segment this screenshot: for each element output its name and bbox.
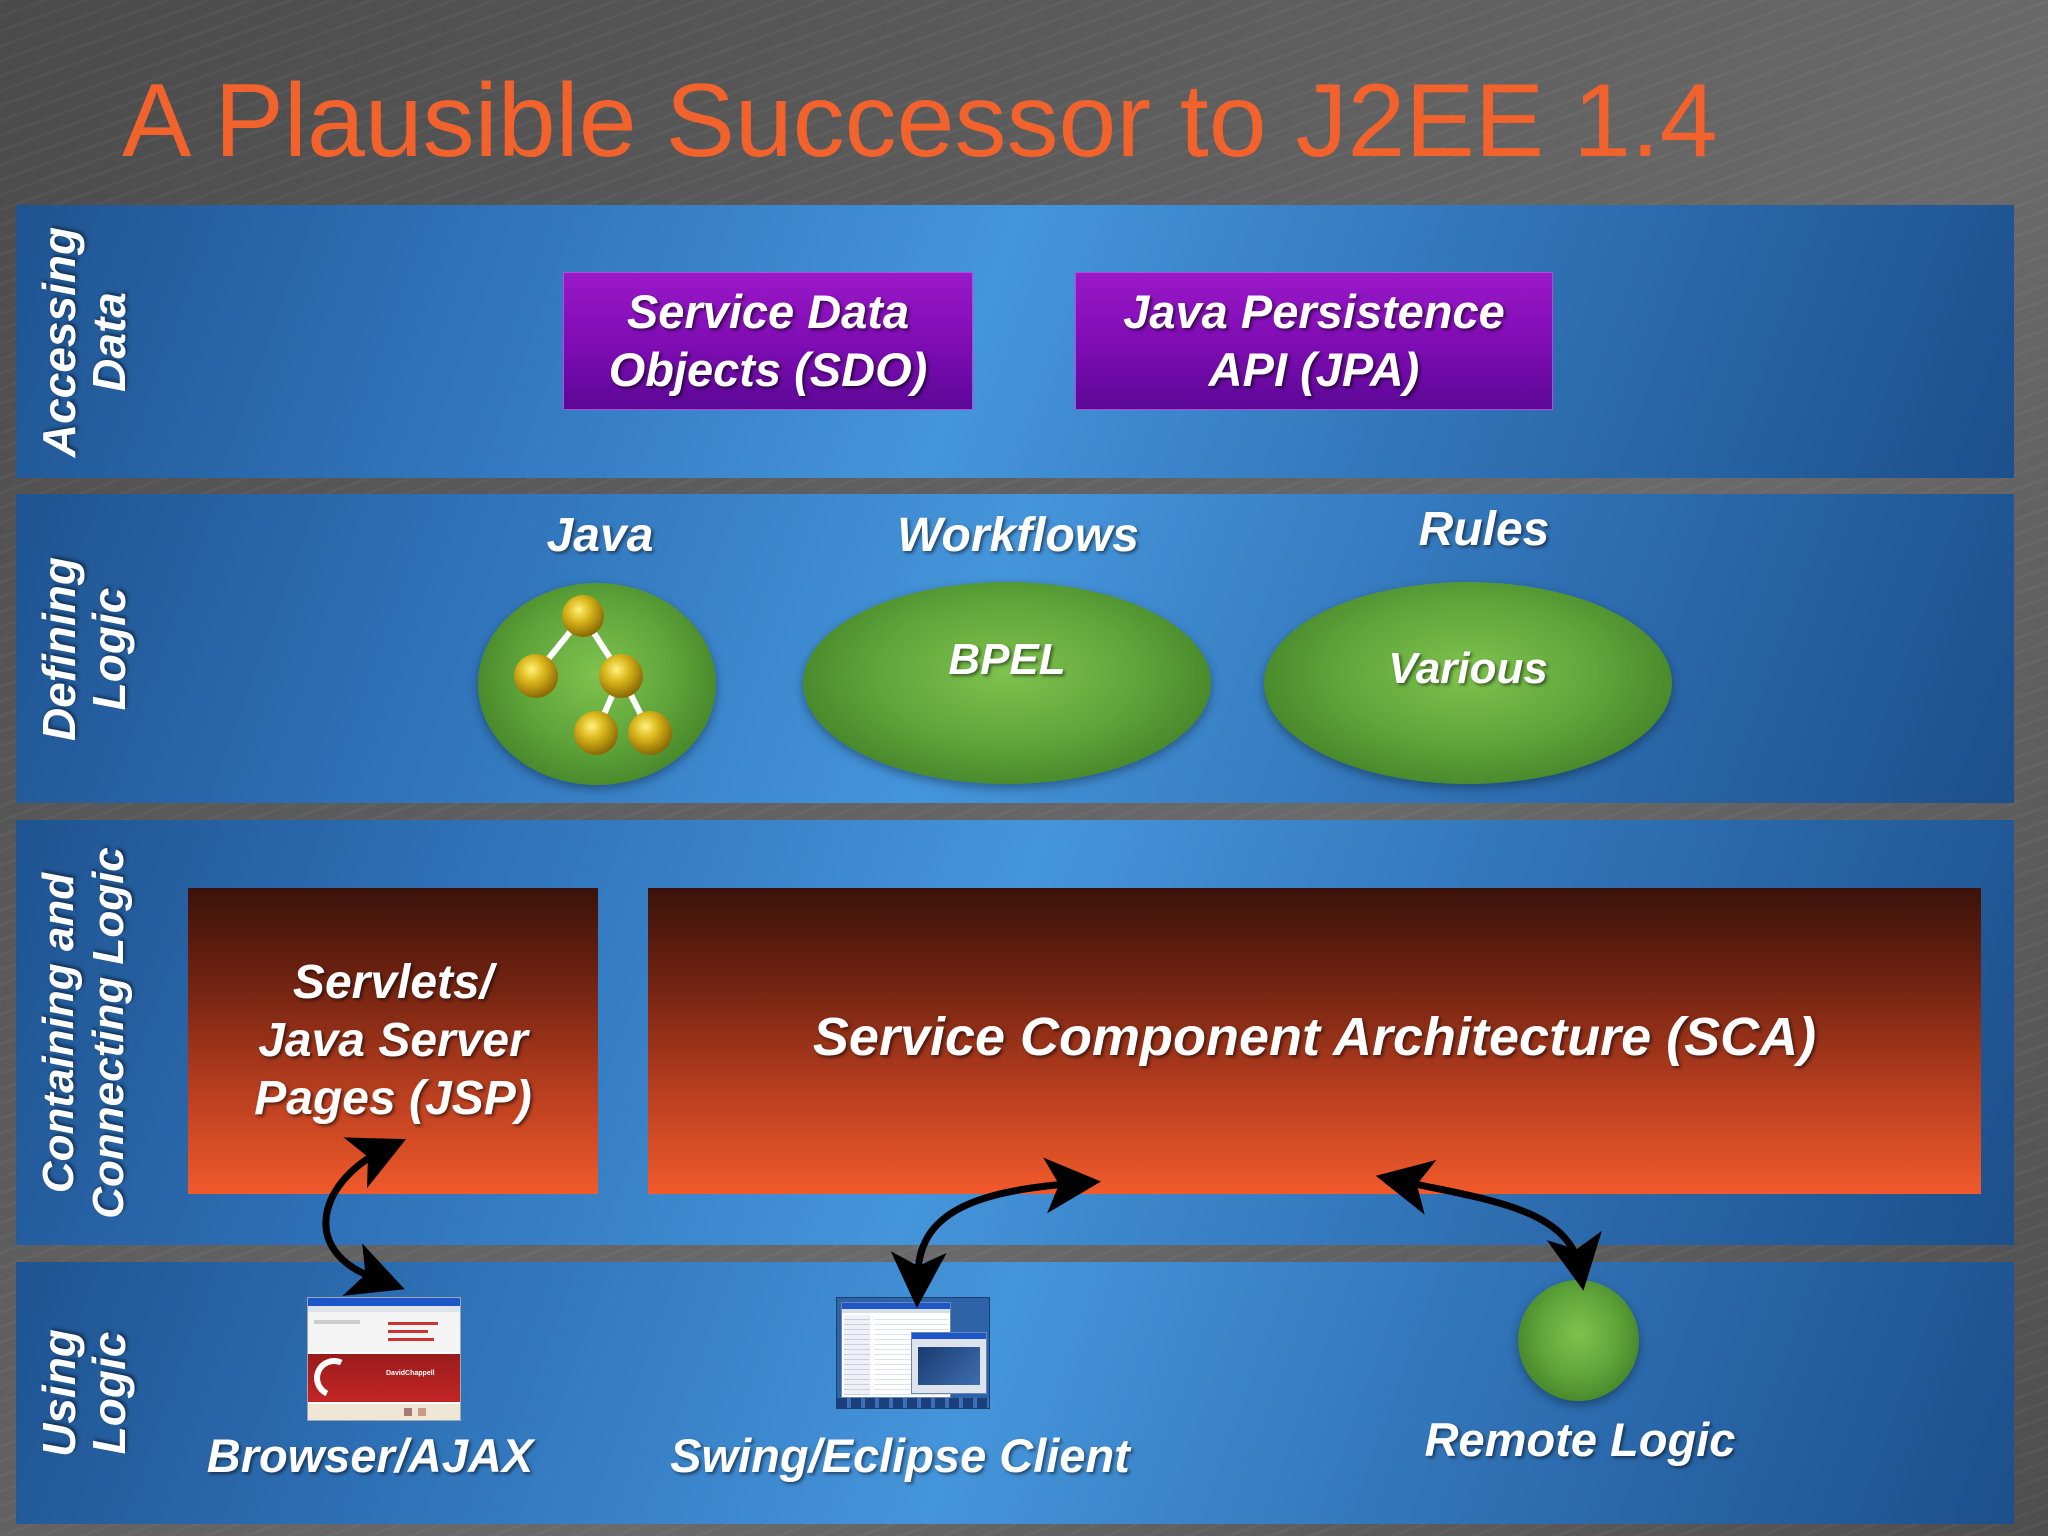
browser-screenshot-thumbnail: DavidChappell: [307, 1297, 461, 1421]
remote-logic-label: Remote Logic: [1424, 1413, 1736, 1466]
jpa-line1: Java Persistence: [1123, 285, 1505, 338]
eclipse-taskbar: [837, 1398, 989, 1408]
arrow-swing-to-sca: [890, 1157, 1101, 1308]
bpel-ellipse: BPEL: [803, 582, 1211, 784]
rules-ellipse: Various: [1264, 582, 1672, 784]
browser-toolbar: [308, 1306, 460, 1312]
servlets-line2: Java Server: [258, 1014, 528, 1067]
swing-eclipse-label: Swing/Eclipse Client: [670, 1429, 1130, 1482]
eclipse-dialog: [911, 1332, 987, 1394]
various-label: Various: [1388, 644, 1548, 693]
browser-page-footer: [308, 1404, 460, 1420]
sca-label: Service Component Architecture (SCA): [812, 1007, 1817, 1067]
eclipse-screenshot-thumbnail: [836, 1297, 990, 1409]
arrow-browser-to-jsp: [322, 1137, 407, 1296]
sdo-line2: Objects (SDO): [608, 343, 928, 396]
servlets-line3: Pages (JSP): [254, 1072, 532, 1125]
browser-page-header: [308, 1312, 460, 1352]
sdo-line1: Service Data: [626, 285, 910, 338]
jpa-box: Java Persistence API (JPA): [1075, 272, 1553, 410]
slide-title: A Plausible Successor to J2EE 1.4: [122, 63, 1718, 179]
object-tree-icon: [514, 595, 672, 755]
banner-text: DavidChappell: [386, 1370, 435, 1377]
java-ellipse: [478, 583, 716, 785]
workflows-heading: Workflows: [897, 509, 1139, 562]
remote-logic-circle: [1518, 1280, 1639, 1401]
arrow-remote-to-sca: [1375, 1159, 1602, 1291]
sca-box: Service Component Architecture (SCA): [648, 888, 1981, 1194]
browser-titlebar: [308, 1298, 460, 1306]
bpel-label: BPEL: [948, 635, 1066, 684]
java-heading: Java: [546, 509, 654, 562]
browser-ajax-label: Browser/AJAX: [206, 1429, 534, 1482]
band-accessing-data: Accessing Data: [16, 205, 2014, 478]
jpa-line2: API (JPA): [1208, 343, 1420, 396]
servlets-line1: Servlets/: [292, 956, 494, 1009]
rules-heading: Rules: [1418, 503, 1550, 556]
browser-page-banner: DavidChappell: [308, 1352, 460, 1404]
sdo-box: Service Data Objects (SDO): [563, 272, 973, 410]
